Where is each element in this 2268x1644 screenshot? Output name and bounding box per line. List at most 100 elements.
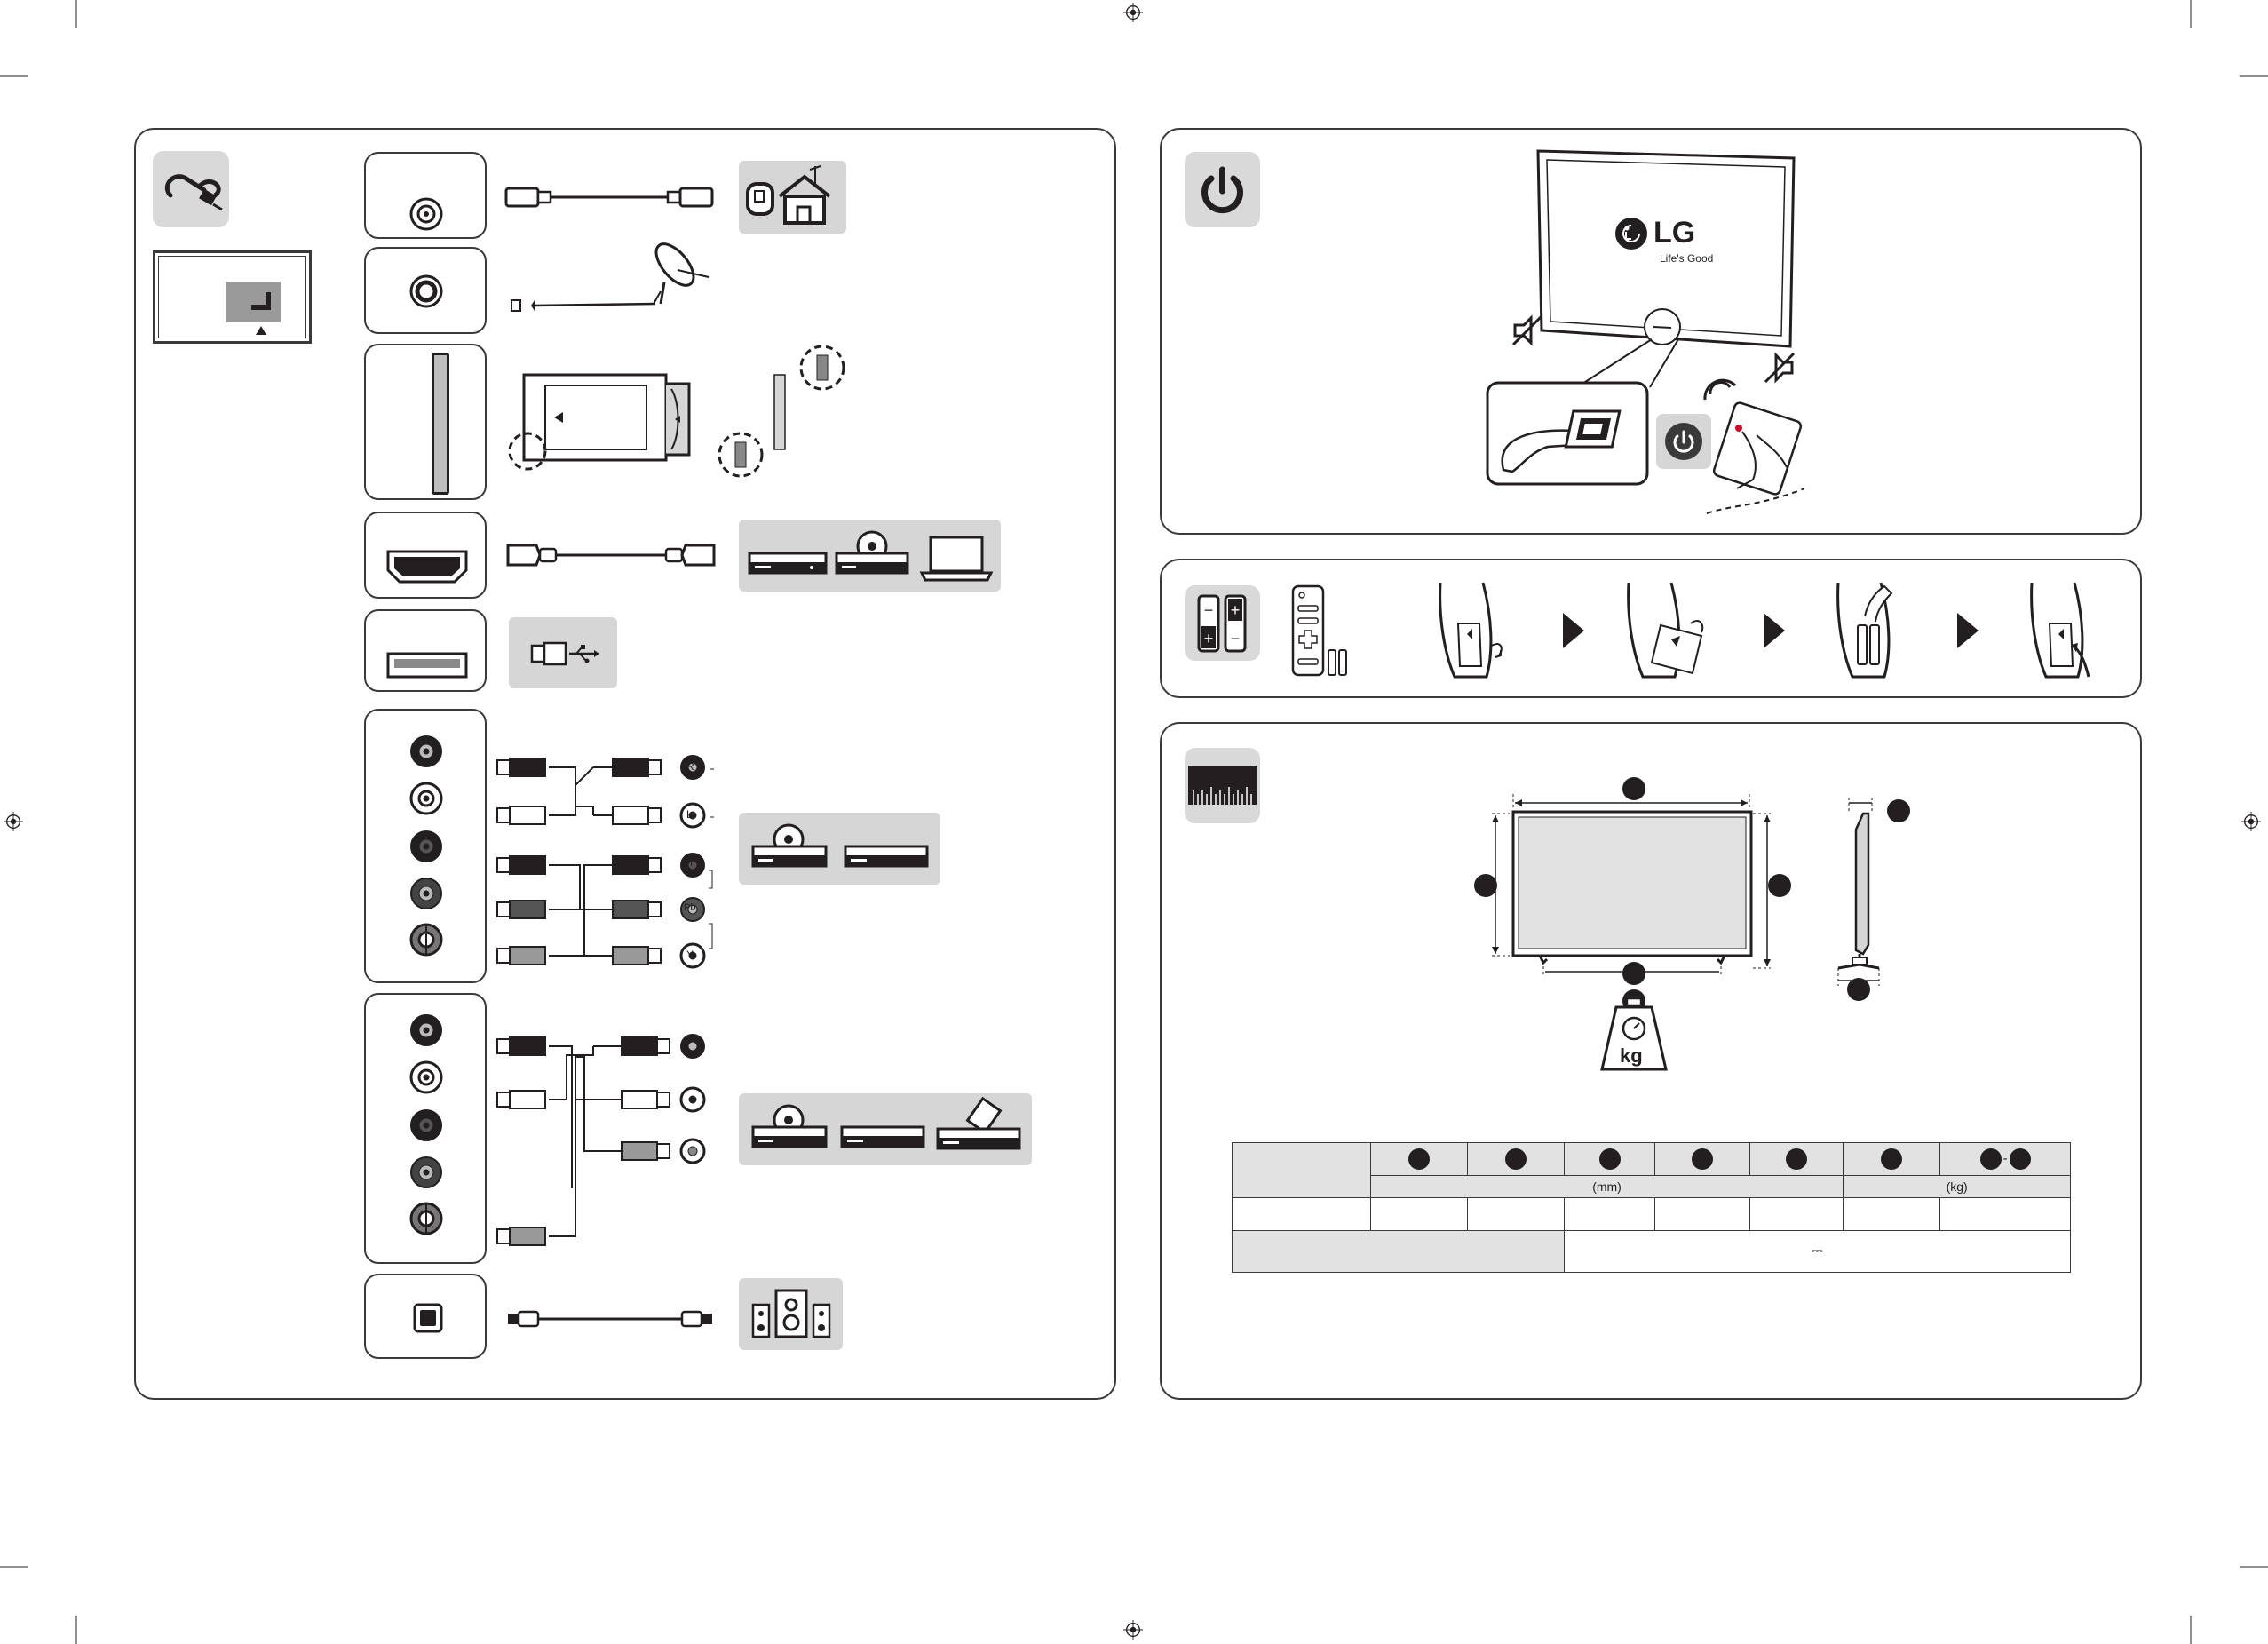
no-sound-left-icon (1511, 314, 1543, 346)
power-icon-box (1185, 152, 1260, 227)
set-top-box-icon-2 (844, 845, 929, 868)
tv-port-bracket (251, 292, 271, 310)
component-devices-box (739, 813, 940, 885)
hdmi-devices-box (739, 520, 1001, 592)
set-top-box-icon (748, 552, 828, 575)
tv-dimension-front (1492, 794, 1771, 975)
usb-icon (530, 641, 599, 666)
set-top-box-icon-3 (840, 1125, 925, 1148)
dimension-badge-f (1847, 978, 1870, 1001)
remote-with-batteries-icon (1291, 584, 1347, 677)
spec-badge-e (1786, 1148, 1808, 1170)
spec-cell-b (1466, 1197, 1565, 1231)
step-arrow-2 (1764, 613, 1785, 648)
usb-device-box (509, 617, 617, 688)
optical-cable (508, 1310, 712, 1328)
component-cables (496, 755, 714, 969)
svg-text:+: + (1231, 601, 1241, 619)
remote-power-button-box (1656, 414, 1711, 469)
tv-port-arrow (256, 326, 266, 335)
spec-header-g: - (1939, 1142, 2071, 1176)
antenna-house-icon (746, 165, 831, 225)
hdmi-port (364, 512, 487, 599)
no-sound-right-icon (1764, 352, 1796, 384)
ci-slot (432, 353, 449, 495)
battery-icon-box: − + + − (1185, 585, 1260, 661)
spec-table: - (mm) (kg) ⎓ (1232, 1142, 2072, 1273)
remote-hand-illustration (1703, 378, 1805, 514)
lg-logo-text: LG (1653, 216, 1696, 250)
spec-cell-a (1369, 1197, 1468, 1231)
spec-header-model (1232, 1142, 1371, 1198)
label-audio-left: L (686, 808, 693, 821)
spec-badge-g (1979, 1148, 2002, 1170)
ci-module (508, 373, 691, 471)
hdmi-cable (506, 544, 716, 567)
spec-cell-d (1654, 1197, 1751, 1231)
spec-badge-f (1881, 1148, 1903, 1170)
spec-power-row: ⎓ (1232, 1230, 2072, 1273)
connections-icon-box (153, 151, 229, 227)
spec-data-row (1232, 1197, 2071, 1231)
dimension-badge-b (1474, 874, 1497, 897)
hdmi-port-jack (386, 550, 468, 584)
scale-unit-label: kg (1620, 1044, 1643, 1067)
step-arrow-3 (1957, 613, 1979, 648)
svg-text:−: − (1231, 630, 1241, 647)
av-port-panel (364, 993, 487, 1264)
dimension-badge-e (1887, 799, 1910, 822)
dvd-player-icon-3 (751, 1104, 828, 1148)
spec-cell-f (1843, 1197, 1941, 1231)
svg-text:+: + (1204, 630, 1214, 647)
dimension-badge-d (1622, 962, 1645, 985)
av-jacks (409, 1014, 443, 1235)
ruler-icon-box (1185, 748, 1260, 823)
spec-badge-h (2009, 1148, 2031, 1170)
coax-cable (504, 187, 714, 208)
joystick-callout-lines (1582, 338, 1679, 388)
satellite-port-jack (409, 274, 443, 308)
battery-step-2 (1627, 582, 1704, 679)
svg-text:−: − (1204, 601, 1214, 619)
spec-badge-a (1408, 1148, 1430, 1170)
spec-header-a (1369, 1142, 1468, 1176)
component-port-panel (364, 709, 487, 983)
battery-step-4 (2030, 582, 2090, 679)
spec-unit-row: (mm) (kg) (1233, 1175, 2071, 1198)
registration-mark-right (2241, 812, 2261, 831)
tv-back-inner (158, 256, 306, 338)
battery-icon: − + + − (1197, 594, 1247, 653)
spec-cell-model (1232, 1197, 1371, 1231)
antenna-device-box (739, 161, 846, 234)
step-arrow-1 (1563, 613, 1584, 648)
spec-dash: - (2002, 1150, 2008, 1166)
spec-power-value: ⎓ (1563, 1230, 2072, 1273)
av-cables (496, 1034, 706, 1246)
satellite-dish-icon (511, 242, 710, 312)
joystick-press-illustration (1486, 381, 1649, 486)
ruler-icon (1188, 766, 1257, 805)
label-pr: Pr (684, 858, 694, 869)
component-jacks (409, 735, 443, 957)
label-pb: Pb (684, 902, 696, 913)
spec-cell-c (1563, 1197, 1656, 1231)
battery-step-3 (1836, 582, 1893, 679)
dimension-badge-c (1768, 874, 1791, 897)
audio-device-box (739, 1278, 843, 1350)
cable-icon (164, 174, 223, 211)
spec-unit-mm: (mm) (1369, 1175, 1844, 1198)
av-devices-box (739, 1093, 1032, 1165)
scale-icon (1600, 997, 1668, 1071)
antenna-port-jack (409, 197, 443, 231)
spec-badge-c (1598, 1148, 1621, 1170)
laptop-icon (919, 536, 994, 582)
battery-step-1 (1439, 582, 1503, 679)
usb-port (364, 609, 487, 692)
optical-port (364, 1274, 487, 1359)
tv-back-diagram (153, 250, 312, 344)
registration-mark-top (1123, 3, 1143, 22)
spec-unit-kg: (kg) (1843, 1175, 2071, 1198)
spec-header-b (1466, 1142, 1565, 1176)
tv-front-illustration (1536, 149, 1796, 348)
